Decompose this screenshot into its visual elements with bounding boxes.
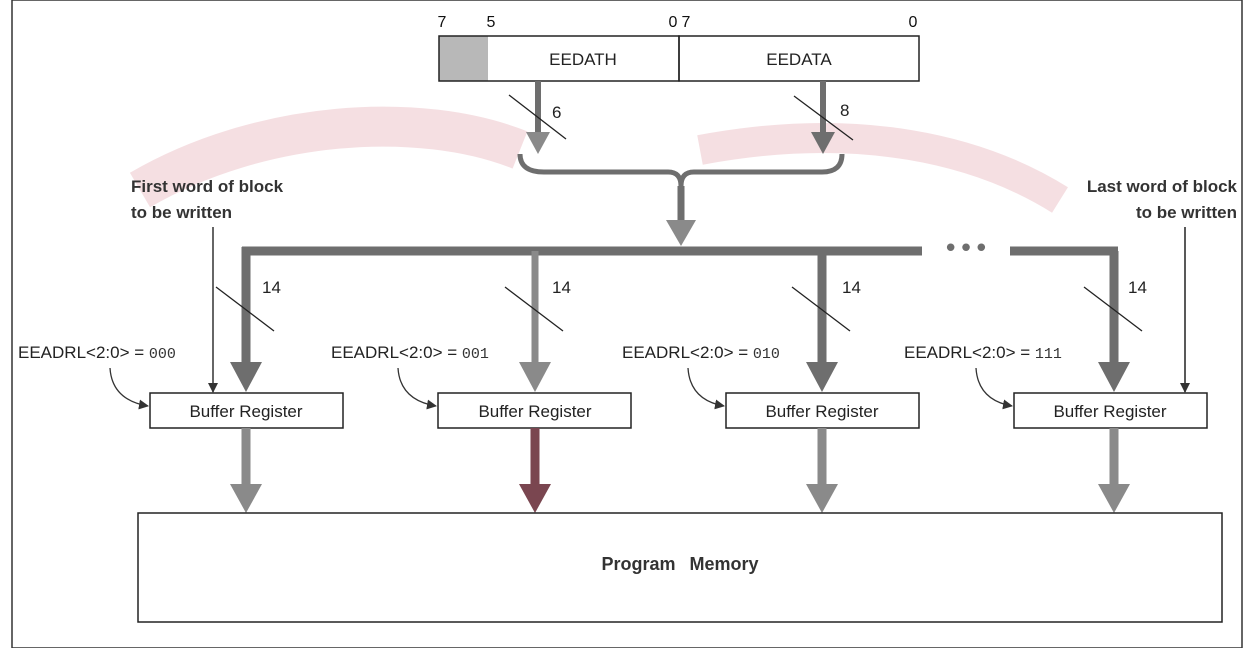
buffer-register-2 (437, 392, 632, 429)
main-bus: ••• (242, 234, 1118, 264)
eedath-unused-bits (439, 36, 488, 81)
eedath-bit-0: 0 (669, 14, 678, 31)
first-word-line1: First word of block (131, 177, 284, 196)
bus-branches: 14 14 14 14 (215, 247, 1147, 392)
first-word-line2: to be written (131, 203, 232, 222)
mem-arrow-2 (519, 484, 551, 513)
buffer-register-2-label: Buffer Register (478, 402, 591, 421)
address-label-3: EEADRL<2:0> = 010 (622, 343, 780, 363)
eedata-label: EEDATA (766, 50, 832, 69)
register-pair: EEDATH EEDATA 7 5 0 7 0 (438, 14, 920, 82)
branch-4-width: 14 (1128, 278, 1147, 297)
mem-arrow-3 (806, 484, 838, 513)
branch-4-arrowhead (1098, 362, 1130, 392)
eedath-width-slash (508, 94, 567, 140)
merge-arrowhead (666, 220, 696, 246)
branch-1-width: 14 (262, 278, 281, 297)
address-labels: EEADRL<2:0> = 000 EEADRL<2:0> = 001 EEAD… (18, 343, 1062, 363)
eedata-width-slash (793, 95, 854, 141)
address-pointers (109, 367, 1013, 410)
eedata-register (678, 35, 920, 82)
watermark (129, 106, 1068, 213)
branch-2-arrowhead (519, 362, 551, 392)
buffer-register-4 (1013, 392, 1208, 429)
buffer-register-1-label: Buffer Register (189, 402, 302, 421)
eedata-width: 8 (840, 101, 849, 120)
last-word-line2: to be written (1136, 203, 1237, 222)
buffer-register-4-label: Buffer Register (1053, 402, 1166, 421)
register-arrows: 6 8 (508, 81, 854, 154)
eedath-arrowhead (526, 132, 550, 154)
buffer-register-3-label: Buffer Register (765, 402, 878, 421)
first-word-annotation: First word of block to be written (131, 177, 284, 393)
address-label-1: EEADRL<2:0> = 000 (18, 343, 176, 363)
eedath-bit-7: 7 (438, 14, 447, 31)
eedath-width: 6 (552, 103, 561, 122)
address-label-2: EEADRL<2:0> = 001 (331, 343, 489, 363)
buffer-registers: Buffer Register Buffer Register Buffer R… (149, 392, 1208, 429)
eedata-arrowhead (811, 132, 835, 154)
eedata-bit-0: 0 (909, 14, 918, 31)
eedath-bit-5: 5 (487, 14, 496, 31)
buffer-register-3 (725, 392, 920, 429)
branch-3-width: 14 (842, 278, 861, 297)
branch-2-width: 14 (552, 278, 571, 297)
last-word-line1: Last word of block (1087, 177, 1238, 196)
branch-1-arrowhead (230, 362, 262, 392)
program-memory-box (137, 512, 1223, 623)
last-word-annotation: Last word of block to be written (1087, 177, 1238, 393)
eedath-label: EEDATH (549, 50, 617, 69)
figure-frame (11, 0, 1243, 648)
address-label-4: EEADRL<2:0> = 111 (904, 343, 1062, 363)
branch-3-arrowhead (806, 362, 838, 392)
merge-brace (517, 153, 845, 246)
mem-arrow-1 (230, 484, 262, 513)
bus-ellipsis: ••• (943, 234, 989, 264)
mem-arrow-4 (1098, 484, 1130, 513)
memory-arrows (230, 428, 1130, 513)
eedata-bit-7: 7 (682, 14, 691, 31)
